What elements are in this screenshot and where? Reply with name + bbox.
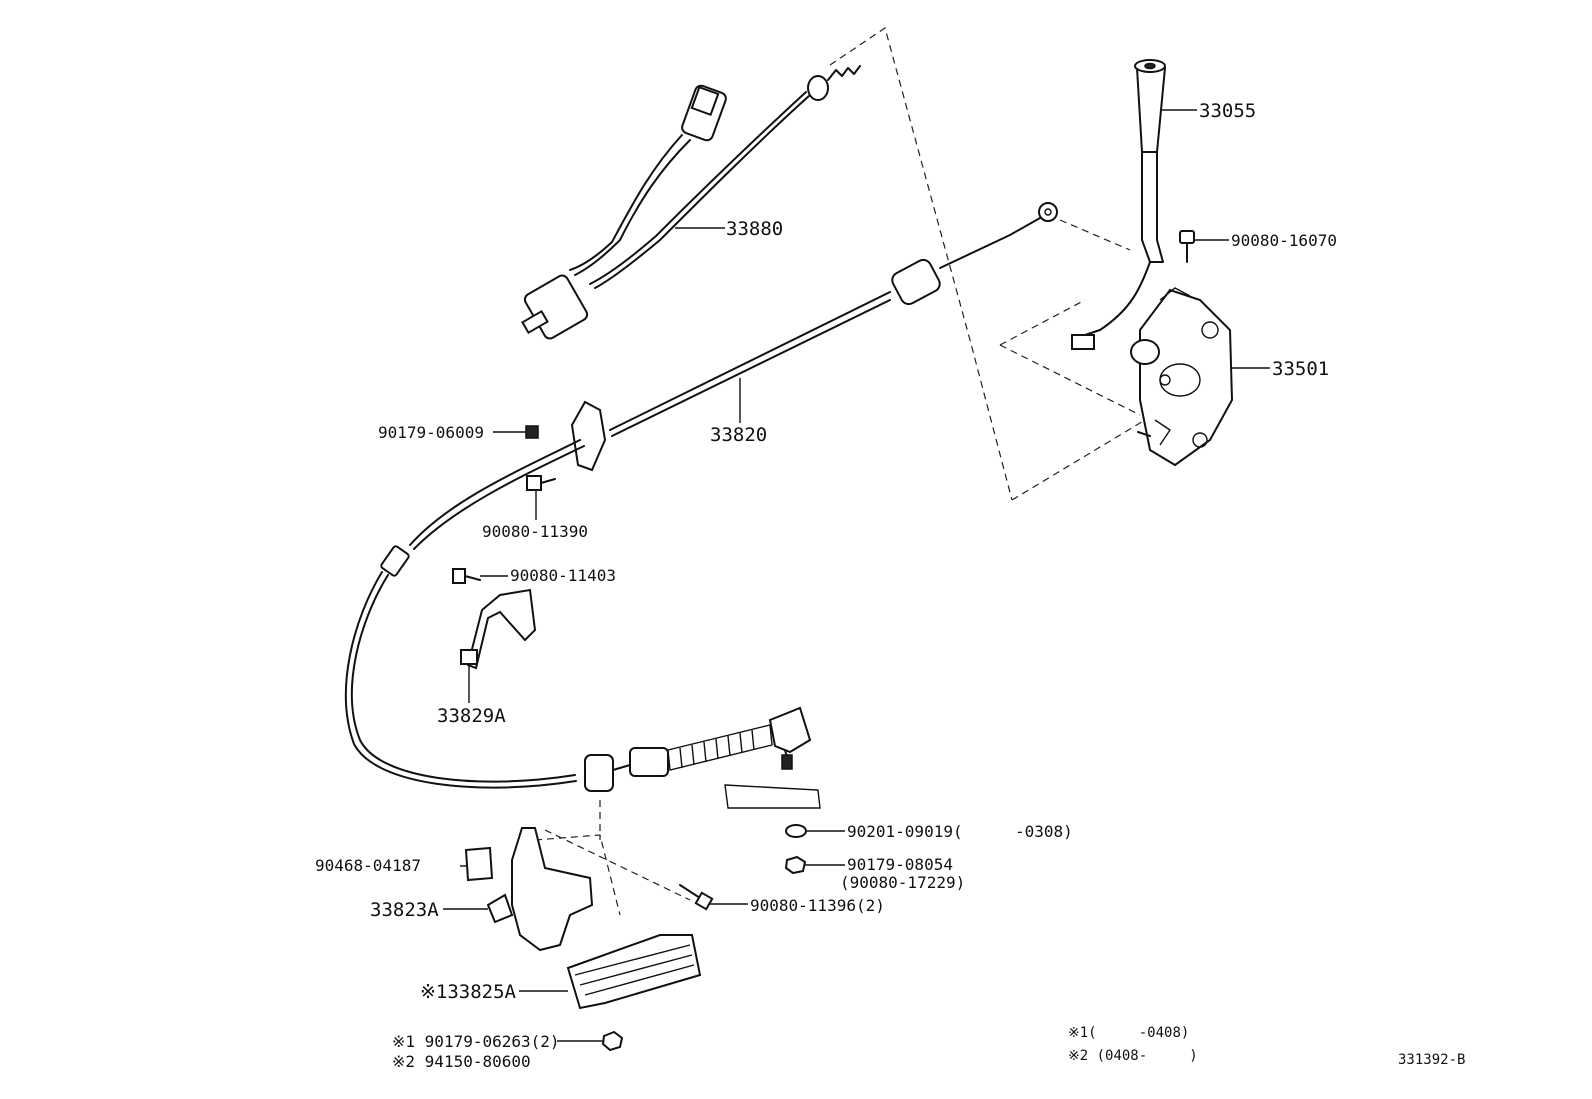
part-33055-shift-knob[interactable] <box>1134 59 1167 263</box>
part-90468-04187-clip[interactable] <box>464 846 494 882</box>
label-33501: 33501 <box>1272 358 1329 380</box>
part-33829A-bracket[interactable] <box>460 588 537 670</box>
part-90080-11403-bolt[interactable] <box>452 568 481 584</box>
label-90201-09019: 90201-09019( <box>847 822 963 841</box>
leader-lines <box>443 109 1270 1042</box>
label-90179-08054: 90179-08054 <box>847 855 953 874</box>
part-90080-16070-bolt[interactable] <box>1179 230 1195 263</box>
label-90468-04187: 90468-04187 <box>315 856 421 875</box>
label-33055: 33055 <box>1199 100 1256 122</box>
label-90080-17229: (90080-17229) <box>840 873 965 892</box>
label-33823A: 33823A <box>370 899 439 921</box>
part-90080-11390-bolt[interactable] <box>526 475 556 491</box>
part-33820-control-cable[interactable] <box>344 202 1058 792</box>
part-90179-06009-nut[interactable] <box>525 425 539 439</box>
part-90179-06263-nut[interactable] <box>601 1030 624 1052</box>
label-90179-06263: ※1 90179-06263(2) <box>392 1032 560 1051</box>
diagram-id: 331392-B <box>1398 1052 1465 1068</box>
label-33880: 33880 <box>726 218 783 240</box>
label-33829A: 33829A <box>437 705 506 727</box>
part-90080-11396-bolt[interactable] <box>679 884 714 911</box>
part-33880-harness[interactable] <box>521 65 861 341</box>
part-33501-shift-lever-assembly[interactable] <box>1071 261 1234 467</box>
label-90179-06009: 90179-06009 <box>378 423 484 442</box>
note-2: ※2 (0408- ) <box>1068 1048 1198 1064</box>
part-33823A-bracket[interactable] <box>486 784 821 952</box>
label-90080-11390: 90080-11390 <box>482 522 588 541</box>
part-90179-08054-nut[interactable] <box>784 855 807 875</box>
note-1: ※1( -0408) <box>1068 1025 1189 1041</box>
label-33825A: ※133825A <box>420 981 517 1003</box>
part-33825A-protector[interactable] <box>566 934 702 1010</box>
label-90201-09019-range: -0308) <box>1015 822 1073 841</box>
label-90080-11396: 90080-11396(2) <box>750 896 885 915</box>
label-90080-16070: 90080-16070 <box>1231 231 1337 250</box>
assembly-guide-lines <box>534 27 1146 916</box>
part-90201-09019-washer[interactable] <box>785 824 807 838</box>
label-33820: 33820 <box>710 424 767 446</box>
label-94150-80600: ※2 94150-80600 <box>392 1052 531 1071</box>
label-90080-11403: 90080-11403 <box>510 566 616 585</box>
